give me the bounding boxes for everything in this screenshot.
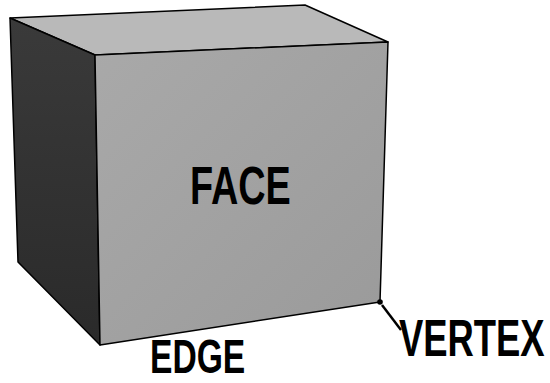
cube-side-face xyxy=(10,18,100,345)
cube-front-face xyxy=(95,42,388,345)
vertex-label: VERTEX xyxy=(399,312,545,364)
vertex-dot xyxy=(377,299,383,305)
edge-label: EDGE xyxy=(150,333,245,381)
face-label: FACE xyxy=(190,158,291,212)
leader-line xyxy=(382,305,401,330)
